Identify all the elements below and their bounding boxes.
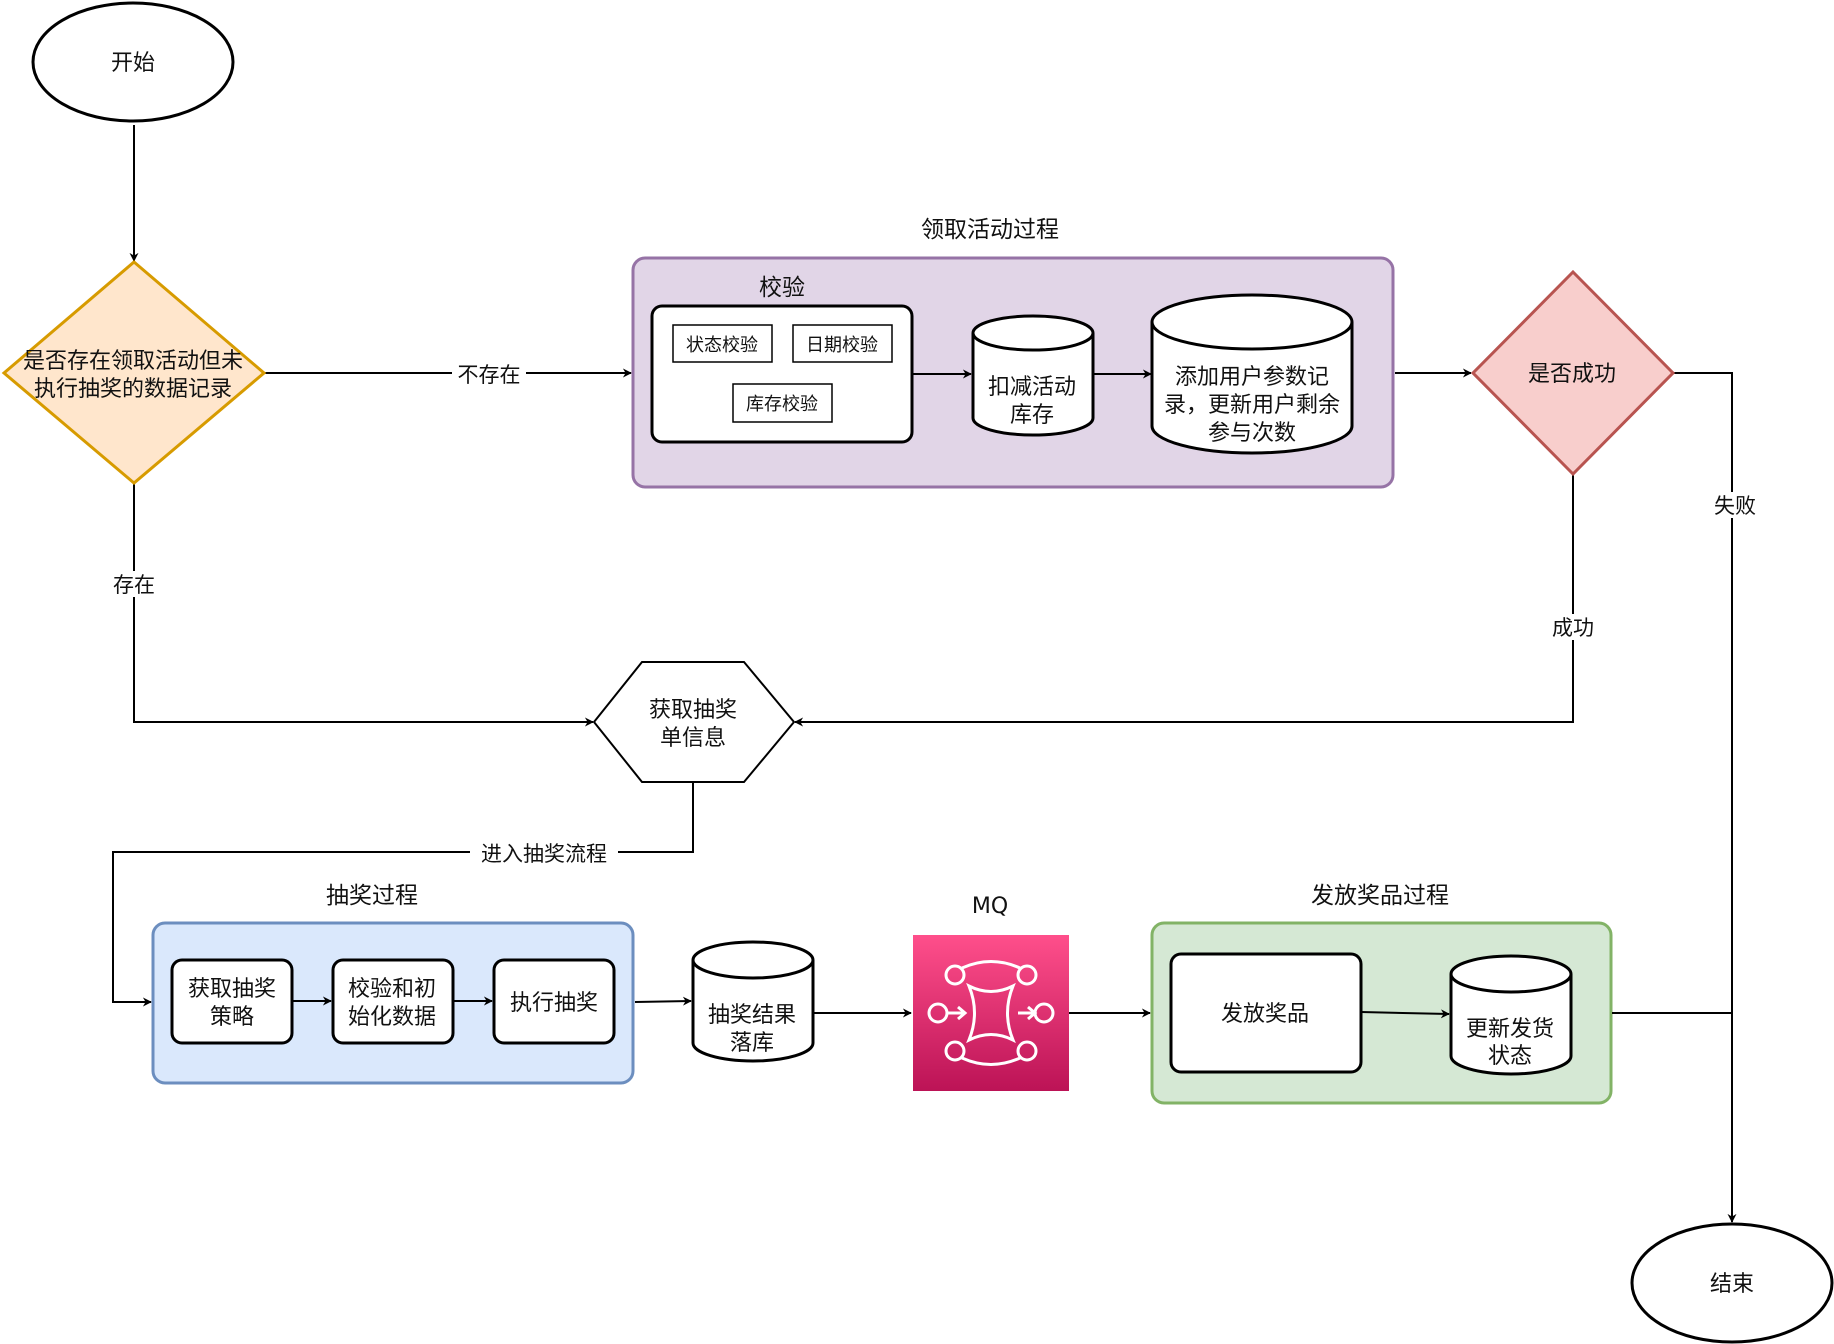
check-date-label: 日期校验 <box>806 335 878 356</box>
edge-label-enter-draw: 进入抽奖流程 <box>481 842 607 866</box>
deduct-stock-label-1: 扣减活动 <box>988 375 1076 400</box>
edge-label-fail: 失败 <box>1714 494 1756 518</box>
add-record-label-1: 添加用户参数记 <box>1175 365 1329 390</box>
edge-fail <box>1674 372 1737 1223</box>
check-stock-label: 库存校验 <box>746 394 818 415</box>
edge-send-update <box>1360 1009 1450 1019</box>
check-stock-box <box>732 383 833 423</box>
draw-result-label-1: 抽奖结果 <box>708 1003 796 1028</box>
send-award-node <box>1169 952 1363 1074</box>
get-order-label-1: 获取抽奖 <box>649 698 737 723</box>
get-strategy-label-1: 获取抽奖 <box>188 977 276 1002</box>
add-record-label-3: 参与次数 <box>1208 421 1296 446</box>
edge-label-not-exist: 不存在 <box>458 363 521 387</box>
add-record-node <box>1150 293 1354 455</box>
edge-label-exist: 存在 <box>113 573 155 597</box>
group-draw-title: 抽奖过程 <box>326 883 418 909</box>
group-check-title: 校验 <box>759 275 805 301</box>
group-claim-title: 领取活动过程 <box>921 217 1059 243</box>
check-status-box <box>672 324 773 363</box>
get-strategy-label-2: 策略 <box>210 1005 254 1030</box>
edge-success <box>794 474 1574 727</box>
draw-result-label-2: 落库 <box>730 1031 774 1056</box>
update-ship-label-1: 更新发货 <box>1466 1017 1554 1042</box>
end-label: 结束 <box>1710 1272 1754 1297</box>
send-award-label: 发放奖品 <box>1221 1002 1309 1027</box>
get-strategy-node <box>170 958 294 1045</box>
group-award-title: 发放奖品过程 <box>1311 883 1449 909</box>
edge-label-success: 成功 <box>1552 616 1594 640</box>
do-draw-label: 执行抽奖 <box>510 991 598 1016</box>
verify-init-label-2: 始化数据 <box>348 1005 436 1030</box>
check-date-box <box>792 324 893 363</box>
decision-success-node <box>1470 269 1676 477</box>
start-node <box>31 1 235 123</box>
add-record-label-2: 录，更新用户剩余 <box>1164 393 1340 418</box>
decision-record-node <box>1 260 267 485</box>
deduct-stock-label-2: 库存 <box>1010 403 1054 428</box>
start-label: 开始 <box>111 51 155 76</box>
verify-init-label-1: 校验和初 <box>348 977 436 1002</box>
edge-exist <box>133 483 594 727</box>
mq-title: MQ <box>972 894 1008 919</box>
end-node <box>1630 1222 1834 1344</box>
queue-icon <box>913 935 1069 1091</box>
update-ship-label-2: 状态 <box>1488 1044 1532 1069</box>
check-status-label: 状态校验 <box>686 335 758 356</box>
update-ship-node <box>1449 954 1573 1076</box>
verify-init-node <box>331 958 455 1045</box>
decision-record-label-2: 执行抽奖的数据记录 <box>34 377 232 402</box>
do-draw-node <box>492 958 616 1045</box>
get-order-label-2: 单信息 <box>660 726 726 751</box>
decision-record-label-1: 是否存在领取活动但未 <box>23 349 243 374</box>
decision-success-label: 是否成功 <box>1528 362 1616 387</box>
edge-draw-result <box>634 996 692 1006</box>
get-order-node <box>592 661 796 783</box>
deduct-stock-node <box>971 314 1095 437</box>
edge-enter-draw <box>112 783 694 1007</box>
draw-result-node <box>691 940 815 1063</box>
